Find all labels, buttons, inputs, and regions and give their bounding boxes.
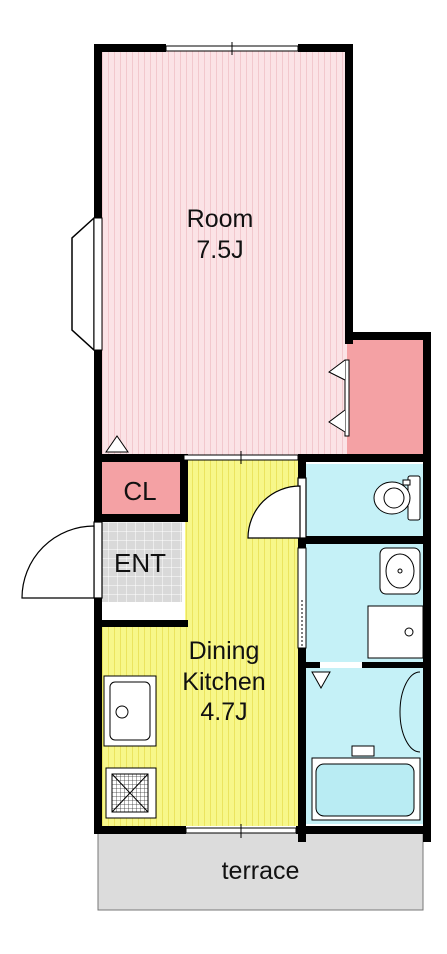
door-marker xyxy=(105,435,129,453)
room-sliding-door xyxy=(183,451,299,464)
wash-basin xyxy=(379,547,421,595)
gas-stove xyxy=(105,767,157,819)
toilet-door xyxy=(247,477,307,539)
dining-kitchen-label: Dining Kitchen 4.7J xyxy=(124,636,324,728)
room-floor xyxy=(100,50,347,460)
entrance-floor xyxy=(100,522,182,602)
bath-door-marker xyxy=(311,671,331,690)
washing-machine-area xyxy=(367,605,424,659)
washroom-sliding-door xyxy=(297,547,307,649)
top-window xyxy=(165,42,299,55)
dining-kitchen-name-2: Kitchen xyxy=(182,667,266,696)
terrace xyxy=(97,829,424,911)
entrance-label: ENT xyxy=(114,548,166,578)
room-name: Room xyxy=(186,205,254,233)
storage-closet xyxy=(347,338,425,458)
room-size: 7.5J xyxy=(196,235,244,264)
dining-kitchen-name-1: Dining xyxy=(188,637,260,665)
kitchen-sink xyxy=(103,675,157,747)
closet xyxy=(100,460,184,516)
bathtub xyxy=(311,745,421,821)
bath-door-swing xyxy=(399,671,421,753)
toilet-fixture xyxy=(373,475,421,521)
room-label: Room 7.5J xyxy=(120,204,320,265)
entrance-door xyxy=(21,521,103,599)
bottom-window xyxy=(185,824,297,838)
storage-doors xyxy=(328,359,350,437)
terrace-label: terrace xyxy=(221,857,300,885)
dining-kitchen-size: 4.7J xyxy=(200,698,248,726)
bay-window xyxy=(71,216,95,352)
closet-label: CL xyxy=(123,476,157,506)
